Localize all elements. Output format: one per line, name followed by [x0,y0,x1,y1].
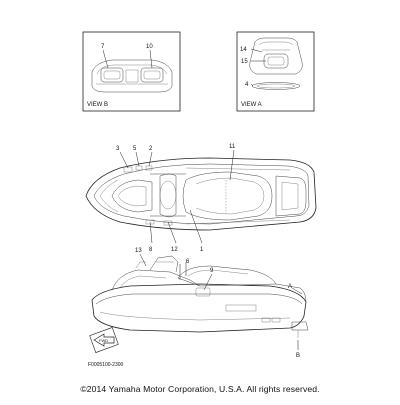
fwd-label: FWD [99,338,108,343]
top-callout-8: 8 [149,247,153,253]
top-view-drawing [85,157,317,231]
view-b-inset: 7 10 VIEW B [82,31,181,112]
view-b-callout-10: 10 [146,44,153,50]
view-a-frame [236,31,315,112]
side-callout-a: A [288,284,292,290]
top-callout-2: 2 [149,146,153,152]
top-callout-3: 3 [116,146,120,152]
view-b-callout-7: 7 [101,44,105,50]
fwd-arrow-icon [89,327,119,353]
side-view-drawing [91,255,309,338]
side-callout-6: 6 [186,259,190,265]
top-callout-11: 11 [229,144,236,150]
copyright-notice: ©2014 Yamaha Motor Corporation, U.S.A. A… [80,384,320,394]
view-b-label: VIEW B [87,102,108,108]
top-callout-12: 12 [171,247,178,253]
top-callout-5: 5 [133,146,137,152]
view-b-frame [82,31,181,112]
view-a-callout-4: 4 [245,82,249,88]
view-a-label: VIEW A [241,102,262,108]
view-a-inset: 14 15 4 VIEW A [236,31,315,112]
view-a-callout-14: 14 [240,47,247,53]
side-callout-b: B [296,353,300,359]
side-callout-9: 9 [210,268,214,274]
view-b-drawing [91,59,173,93]
view-a-callout-15: 15 [241,59,248,65]
view-a-drawing [249,37,303,90]
top-callout-1: 1 [200,247,204,253]
figure-code: F0005100-2300 [88,362,124,368]
side-callout-13: 13 [135,248,142,254]
